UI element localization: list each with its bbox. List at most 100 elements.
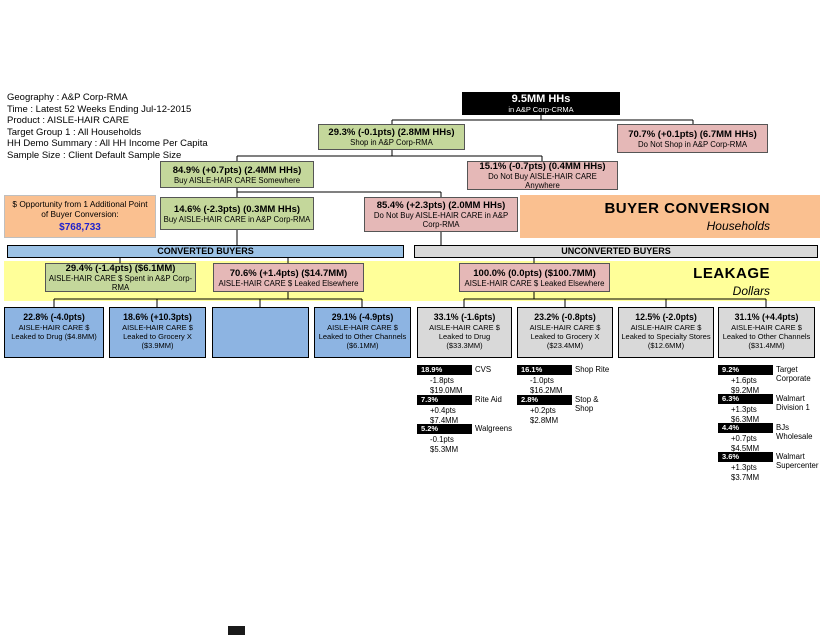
retailer-name: Shop Rite: [575, 365, 610, 374]
retailer-share-chip: 2.8%: [517, 395, 572, 405]
retailer-dollars: $9.2MM: [731, 386, 760, 395]
leaf-label-line1: AISLE-HAIR CARE $: [327, 323, 398, 332]
retailer-share-chip: 7.3%: [417, 395, 472, 405]
info-line-product: Product : AISLE-HAIR CARE: [7, 115, 129, 126]
retailer-name: Walmart Division 1: [776, 394, 810, 412]
leaf-unconverted-grocery-x: 23.2% (-0.8pts) AISLE-HAIR CARE $ Leaked…: [517, 307, 613, 358]
leaf-label-line1: AISLE-HAIR CARE $: [429, 323, 500, 332]
retailer-metrics: 2.8% +0.2pts $2.8MM: [517, 395, 572, 425]
node-shop-in-market: 29.3% (-0.1pts) (2.8MM HHs) Shop in A&P …: [318, 124, 465, 150]
leaf-value: 23.2% (-0.8pts): [534, 312, 596, 322]
header-converted-buyers: CONVERTED BUYERS: [7, 245, 404, 258]
leaf-converted-grocery-x: 18.6% (+10.3pts) AISLE-HAIR CARE $ Leake…: [109, 307, 206, 358]
info-line-geography: Geography : A&P Corp-RMA: [7, 92, 128, 103]
leaf-label-line1: AISLE-HAIR CARE $: [630, 323, 702, 332]
node-value: 100.0% (0.0pts) ($100.7MM): [473, 267, 596, 279]
footer-mark: [228, 626, 245, 635]
leaf-value: 12.5% (-2.0pts): [635, 312, 697, 322]
node-label: Buy AISLE-HAIR CARE in A&P Corp-RMA: [163, 214, 311, 224]
retailer-shop-rite: 16.1% -1.0pts $16.2MM Shop Rite: [517, 365, 613, 395]
retailer-dollars: $19.0MM: [430, 386, 463, 395]
opportunity-label-line2: of Buyer Conversion:: [41, 208, 119, 219]
retailer-metrics: 9.2% +1.6pts $9.2MM: [718, 365, 773, 395]
retailer-dollars: $7.4MM: [430, 416, 459, 425]
retailer-dollars: $6.3MM: [731, 415, 760, 424]
retailer-rite-aid: 7.3% +0.4pts $7.4MM Rite Aid: [417, 395, 513, 425]
buyer-conversion-subtitle: Households: [706, 219, 770, 233]
buyer-conversion-title: BUYER CONVERSION: [604, 200, 770, 217]
info-line-hh-demo: HH Demo Summary : All HH Income Per Capi…: [7, 138, 208, 149]
retailer-share-chip: 6.3%: [718, 394, 773, 404]
leaf-label-line1: AISLE-HAIR CARE $: [18, 323, 90, 332]
retailer-name: CVS: [475, 365, 492, 374]
retailer-walmart-division-1: 6.3% +1.3pts $6.3MM Walmart Division 1: [718, 394, 814, 424]
info-line-target-group: Target Group 1 : All Households: [7, 126, 142, 138]
node-label: Do Not Shop in A&P Corp-RMA: [637, 139, 748, 149]
node-buy-somewhere: 84.9% (+0.7pts) (2.4MM HHs) Buy AISLE-HA…: [160, 161, 314, 188]
leaf-label-line2: Leaked to Other Channels ($31.4MM): [722, 331, 811, 350]
retailer-pts: +0.7pts: [731, 434, 757, 443]
node-label: Shop in A&P Corp-RMA: [350, 138, 433, 147]
retailer-name: Walgreens: [475, 424, 512, 433]
retailer-name: BJs Wholesale: [776, 423, 813, 441]
header-unconverted-buyers: UNCONVERTED BUYERS: [414, 245, 818, 258]
leaf-value: 33.1% (-1.6pts): [433, 312, 496, 322]
retailer-name: Target Corporate: [776, 365, 811, 383]
node-value: 70.6% (+1.4pts) ($14.7MM): [229, 267, 348, 279]
retailer-pts: -0.1pts: [430, 435, 454, 444]
leaf-label-line2: Leaked to Grocery X ($23.4MM): [530, 331, 600, 350]
leaf-converted-other-channels: 29.1% (-4.9pts) AISLE-HAIR CARE $ Leaked…: [314, 307, 411, 358]
node-label: Do Not Buy AISLE-HAIR CARE in A&P Corp-R…: [373, 211, 509, 229]
retailer-name: Rite Aid: [475, 395, 502, 404]
leaf-label-line2: Leaked to Grocery X ($3.9MM): [123, 331, 192, 350]
retailer-metrics: 3.6% +1.3pts $3.7MM: [718, 452, 773, 482]
opportunity-value: $768,733: [59, 222, 101, 234]
retailer-walmart-supercenter: 3.6% +1.3pts $3.7MM Walmart Supercenter: [718, 452, 818, 482]
retailer-share-chip: 4.4%: [718, 423, 773, 433]
node-label: AISLE-HAIR CARE $ Spent in A&P Corp-RMA: [48, 274, 193, 292]
node-value: 85.4% (+2.3pts) (2.0MM HHs): [376, 200, 506, 211]
leaf-converted-empty: [212, 307, 309, 358]
retailer-metrics: 4.4% +0.7pts $4.5MM: [718, 423, 773, 453]
node-label: Do Not Buy AISLE-HAIR CARE Anywhere: [488, 172, 597, 190]
retailer-target-corporate: 9.2% +1.6pts $9.2MM Target Corporate: [718, 365, 814, 395]
leaf-label-line2: Leaked to Drug ($4.8MM): [11, 331, 97, 341]
node-label: Buy AISLE-HAIR CARE Somewhere: [173, 175, 301, 185]
retailer-pts: +1.6pts: [731, 376, 757, 385]
retailer-pts: -1.0pts: [530, 376, 554, 385]
retailer-dollars: $4.5MM: [731, 444, 760, 453]
node-do-not-buy-in-market: 85.4% (+2.3pts) (2.0MM HHs) Do Not Buy A…: [364, 197, 518, 232]
retailer-metrics: 16.1% -1.0pts $16.2MM: [517, 365, 572, 395]
node-label: in A&P Corp-CRMA: [508, 105, 574, 114]
retailer-share-chip: 5.2%: [417, 424, 472, 434]
info-line-sample-size: Sample Size : Client Default Sample Size: [7, 149, 182, 161]
node-label: AISLE-HAIR CARE $ Leaked Elsewhere: [464, 278, 605, 288]
leaf-value: 22.8% (-4.0pts): [23, 312, 85, 322]
node-value: 70.7% (+0.1pts) (6.7MM HHs): [628, 128, 757, 140]
retailer-dollars: $2.8MM: [530, 416, 559, 425]
node-value: 14.6% (-2.3pts) (0.3MM HHs): [173, 203, 301, 215]
retailer-dollars: $3.7MM: [731, 473, 760, 482]
opportunity-box: $ Opportunity from 1 Additional Point of…: [4, 195, 156, 238]
leaf-value: 31.1% (+4.4pts): [734, 312, 799, 322]
retailer-stop-and-shop: 2.8% +0.2pts $2.8MM Stop & Shop: [517, 395, 613, 425]
node-do-not-buy-anywhere: 15.1% (-0.7pts) (0.4MM HHs) Do Not Buy A…: [467, 161, 618, 190]
leaf-unconverted-other-channels: 31.1% (+4.4pts) AISLE-HAIR CARE $ Leaked…: [718, 307, 815, 358]
retailer-pts: +0.2pts: [530, 406, 556, 415]
leaf-converted-drug: 22.8% (-4.0pts) AISLE-HAIR CARE $ Leaked…: [4, 307, 104, 358]
leaf-value: 18.6% (+10.3pts): [123, 312, 192, 322]
leaf-value: 29.1% (-4.9pts): [331, 312, 394, 322]
retailer-pts: -1.8pts: [430, 376, 454, 385]
node-label: AISLE-HAIR CARE $ Leaked Elsewhere: [218, 278, 359, 288]
leakage-title: LEAKAGE: [693, 264, 770, 282]
leaf-label-line2: Leaked to Specialty Stores ($12.6MM): [621, 331, 711, 350]
retailer-name: Stop & Shop: [575, 395, 599, 413]
leaf-label-line1: AISLE-HAIR CARE $: [529, 323, 601, 332]
retailer-metrics: 5.2% -0.1pts $5.3MM: [417, 424, 472, 454]
node-leaked-unconverted: 100.0% (0.0pts) ($100.7MM) AISLE-HAIR CA…: [459, 263, 610, 292]
retailer-share-chip: 9.2%: [718, 365, 773, 375]
retailer-name: Walmart Supercenter: [776, 452, 819, 470]
retailer-dollars: $5.3MM: [430, 445, 459, 454]
node-value: 9.5MM HHs: [511, 93, 571, 105]
